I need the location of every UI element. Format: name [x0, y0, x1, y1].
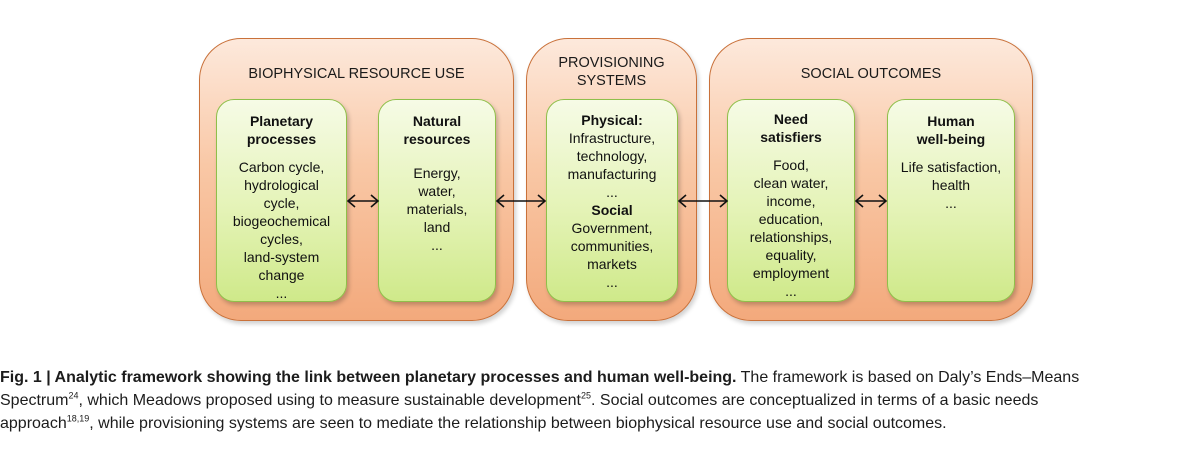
box-heading: Need	[773, 111, 809, 127]
box-item: manufacturing	[567, 166, 657, 182]
box-item: ...	[275, 285, 288, 301]
group-title-social: SOCIAL OUTCOMES	[800, 66, 942, 82]
box-item: income,	[766, 193, 816, 209]
box-item: equality,	[765, 247, 817, 263]
box-item: communities,	[570, 238, 654, 254]
figure-caption: Fig. 1 | Analytic framework showing the …	[0, 366, 1198, 435]
caption-line-1: Fig. 1 | Analytic framework showing the …	[0, 366, 1198, 389]
caption-line-2: Spectrum24, which Meadows proposed using…	[0, 389, 1198, 412]
planetary-processes-box: Planetary processes Carbon cycle, hydrol…	[216, 99, 347, 302]
caption-line-3: approach18,19, while provisioning system…	[0, 412, 1198, 435]
box-item: hydrological	[244, 177, 319, 193]
need-satisfiers-box: Need satisfiers Food, clean water, incom…	[727, 99, 855, 302]
box-item: materials,	[406, 201, 468, 217]
provisioning-box: Physical: Infrastructure, technology, ma…	[546, 99, 678, 302]
box-item: land-system	[243, 249, 320, 265]
citation-ref: 25	[581, 390, 592, 401]
box-item: ...	[945, 195, 957, 211]
caption-text: , which Meadows proposed using to measur…	[78, 392, 581, 409]
group-title-line: SYSTEMS	[576, 73, 647, 89]
box-item: relationships,	[749, 229, 833, 245]
caption-text: approach	[0, 415, 67, 432]
box-item: Infrastructure,	[568, 130, 656, 146]
box-item: health	[931, 177, 971, 193]
box-item: technology,	[576, 148, 648, 164]
double-arrow-icon	[495, 194, 547, 208]
box-item: ...	[431, 237, 443, 253]
box-item: ...	[606, 184, 618, 200]
box-item: cycles,	[260, 231, 303, 247]
group-title-provisioning: PROVISIONING SYSTEMS	[527, 54, 696, 90]
box-item: clean water,	[753, 175, 829, 191]
human-well-being-box: Human well-being Life satisfaction, heal…	[887, 99, 1015, 302]
figure-label: Fig. 1 | Analytic framework showing the …	[0, 369, 737, 386]
box-heading: Physical:	[581, 112, 643, 128]
double-arrow-icon	[346, 194, 380, 208]
box-item: Energy,	[413, 165, 461, 181]
caption-text: Spectrum	[0, 392, 69, 409]
double-arrow-icon	[854, 194, 888, 208]
citation-ref: 24	[68, 390, 79, 401]
box-item: Carbon cycle,	[238, 159, 325, 175]
group-title-biophysical: BIOPHYSICAL RESOURCE USE	[248, 66, 465, 82]
caption-text: The framework is based on Daly’s Ends–Me…	[736, 369, 1080, 386]
box-item: employment	[752, 265, 830, 281]
box-item: Food,	[773, 157, 809, 173]
box-item: markets	[587, 256, 637, 272]
box-item: ...	[606, 274, 618, 290]
box-item: Life satisfaction,	[900, 159, 1002, 175]
box-item: ...	[785, 283, 797, 299]
double-arrow-icon	[677, 194, 729, 208]
box-item: education,	[758, 211, 824, 227]
box-heading: Social	[591, 202, 633, 218]
box-heading: satisfiers	[760, 129, 822, 145]
group-title-line: PROVISIONING	[558, 55, 665, 71]
caption-text: , while provisioning systems are seen to…	[89, 415, 947, 432]
natural-resources-box: Natural resources Energy, water, materia…	[378, 99, 496, 302]
box-heading: Planetary	[249, 113, 314, 129]
box-heading: Human	[927, 113, 975, 129]
citation-ref: 18,19	[66, 413, 90, 424]
box-item: cycle,	[263, 195, 300, 211]
box-heading: processes	[246, 131, 317, 147]
box-heading: well-being	[916, 131, 986, 147]
box-heading: Natural	[412, 113, 462, 129]
box-item: water,	[418, 183, 456, 199]
box-item: change	[258, 267, 305, 283]
box-item: land	[423, 219, 451, 235]
box-heading: resources	[403, 131, 471, 147]
box-item: biogeochemical	[232, 213, 331, 229]
caption-text: . Social outcomes are conceptualized in …	[591, 392, 1039, 409]
box-item: Government,	[571, 220, 653, 236]
